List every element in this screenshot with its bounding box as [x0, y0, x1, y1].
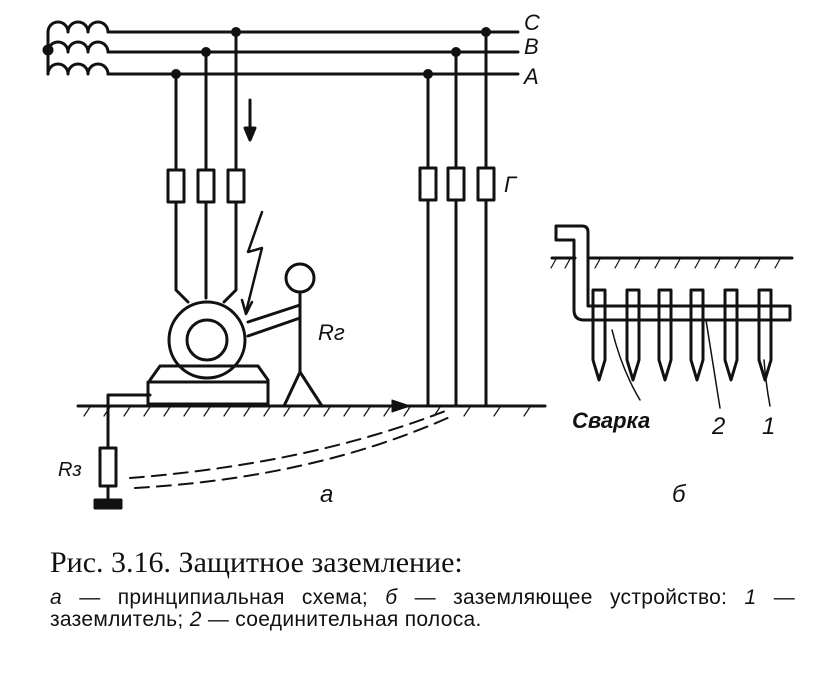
caption-key-a: а — [50, 586, 62, 609]
transformer-windings — [42, 20, 110, 76]
strip-label: 2 — [711, 413, 725, 440]
phase-label-b: B — [524, 34, 539, 59]
fault-spark — [244, 210, 264, 314]
ground-conductor — [93, 393, 152, 510]
caption-title: Рис. 3.16. Защитное заземление: — [50, 546, 463, 579]
right-feeder-lines — [418, 27, 496, 408]
electric-motor — [146, 300, 270, 408]
phase-label-c: C — [524, 10, 540, 35]
ground-resistance-label: Rз — [58, 459, 82, 481]
motor-feeder-lines — [166, 27, 257, 304]
caption-key-b: б — [385, 586, 398, 609]
leakage-current-path — [129, 409, 449, 479]
phase-label-a: A — [522, 64, 539, 89]
caption-text-1: — заземлитель; — [50, 586, 795, 631]
caption-key-1: 1 — [744, 586, 757, 609]
panel-a-label: a — [320, 481, 333, 508]
grounding-diagram: C B A Г Rг Rз a б Сварка 2 1 — [42, 10, 794, 510]
caption-text-b: — заземляющее устройство: — [397, 586, 745, 609]
caption-key-2: 2 — [189, 608, 202, 631]
person-figure — [246, 262, 324, 408]
electrode-label: 1 — [762, 413, 775, 440]
person-resistance-label: Rг — [318, 320, 345, 345]
figure-caption: Рис. 3.16. Защитное заземление: а — прин… — [50, 545, 795, 631]
grounding-device — [550, 224, 794, 409]
caption-text-2: — соединительная полоса. — [201, 608, 482, 631]
caption-text-a: — принципиальная схема; — [61, 586, 386, 609]
fuse-label: Г — [504, 172, 518, 197]
caption-body: а — принципиальная схема; б — заземляюще… — [50, 587, 795, 631]
weld-label: Сварка — [572, 408, 650, 433]
panel-b-label: б — [672, 481, 687, 508]
